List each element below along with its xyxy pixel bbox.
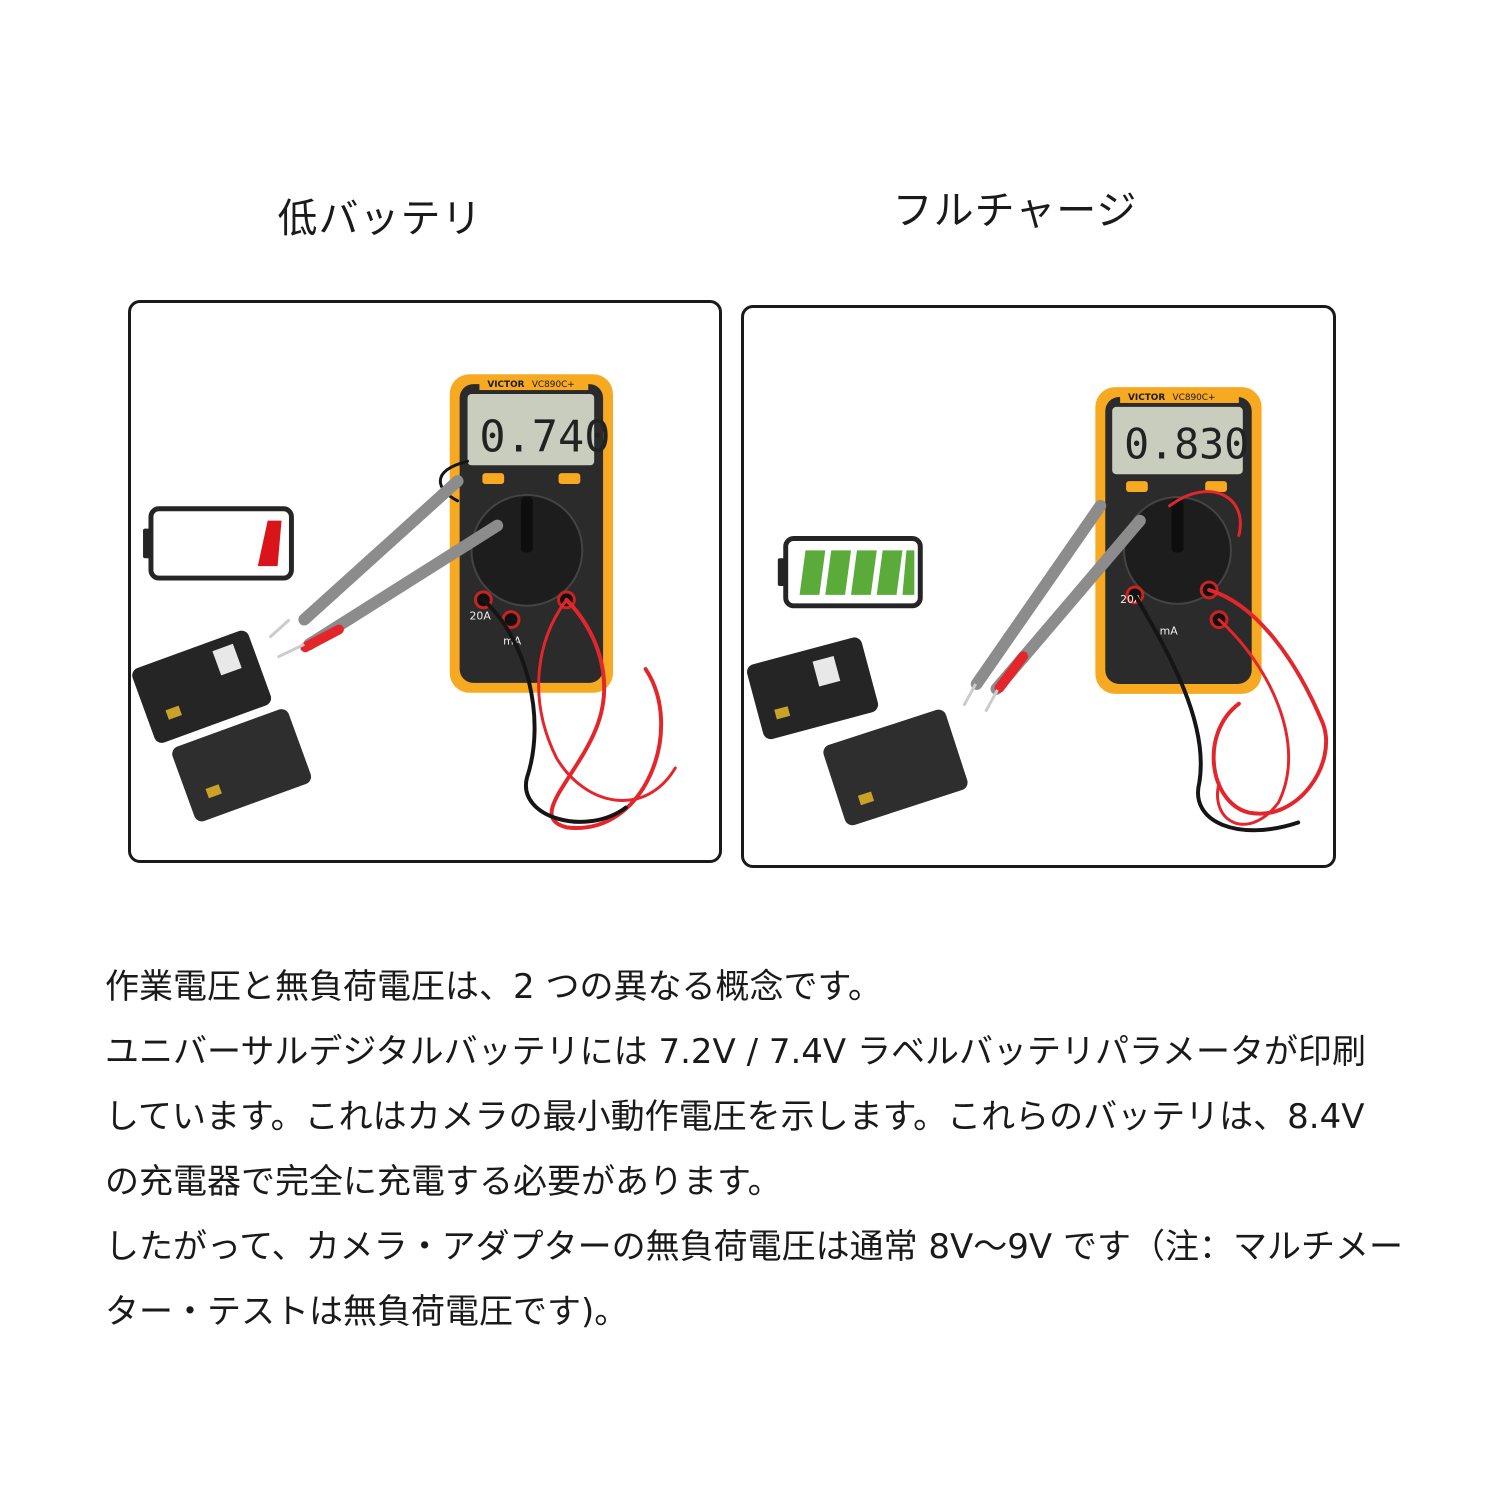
- battery-fill-full: [799, 550, 915, 595]
- low-battery-label: 低バッテリ: [277, 196, 483, 242]
- meter-range-label: 20A: [470, 610, 492, 623]
- test-probes: [962, 499, 1146, 713]
- meter-reading: 0.740: [479, 412, 610, 462]
- description-line: 作業電圧と無負荷電圧は、2 つの異なる概念です。: [105, 967, 883, 1007]
- meter-model: VC890C+: [532, 380, 575, 390]
- multimeter-icon: VICTOR VC890C+ 0.740 20A mA: [449, 374, 613, 693]
- camera-batteries: [746, 637, 968, 826]
- meter-model: VC890C+: [1173, 393, 1216, 403]
- camera-batteries: [132, 630, 312, 822]
- multimeter-icon: VICTOR VC890C+ 0.830 20A mA: [1095, 387, 1262, 694]
- description-line: の充電器で完全に充電する必要があります。: [105, 1162, 782, 1202]
- description-line: ユニバーサルデジタルバッテリには 7.2V / 7.4V ラベルバッテリパラメー…: [105, 1032, 1366, 1072]
- battery-level-icon: [143, 506, 294, 581]
- meter-brand: VICTOR: [487, 380, 524, 390]
- meter-reading: 0.830: [1124, 419, 1249, 468]
- multimeter-scene-low: VICTOR VC890C+ 0.740 20A mA: [132, 374, 677, 830]
- description-line: したがって、カメラ・アダプターの無負荷電圧は通常 8V〜9V です（注：マルチメ…: [105, 1227, 1403, 1267]
- meter-brand: VICTOR: [1128, 393, 1165, 403]
- description-line: しています。これはカメラの最小動作電圧を示します。これらのバッテリは、8.4V: [105, 1097, 1365, 1137]
- description-line: ター・テストは無負荷電圧です)。: [105, 1292, 629, 1332]
- description-text: 作業電圧と無負荷電圧は、2 つの異なる概念です。 ユニバーサルデジタルバッテリに…: [105, 955, 1465, 1345]
- multimeter-scene-full: VICTOR VC890C+ 0.830 20A mA: [746, 387, 1329, 833]
- full-charge-photo: VICTOR VC890C+ 0.830 20A mA: [741, 305, 1336, 868]
- test-probes: [268, 475, 504, 659]
- probe-cables: [1132, 490, 1329, 833]
- full-charge-label: フルチャージ: [892, 188, 1138, 234]
- meter-unit-label: mA: [1160, 624, 1179, 637]
- battery-level-icon: [777, 536, 923, 609]
- low-battery-photo: VICTOR VC890C+ 0.740 20A mA: [128, 300, 722, 863]
- battery-fill-low: [257, 520, 282, 567]
- probe-cables: [438, 459, 677, 830]
